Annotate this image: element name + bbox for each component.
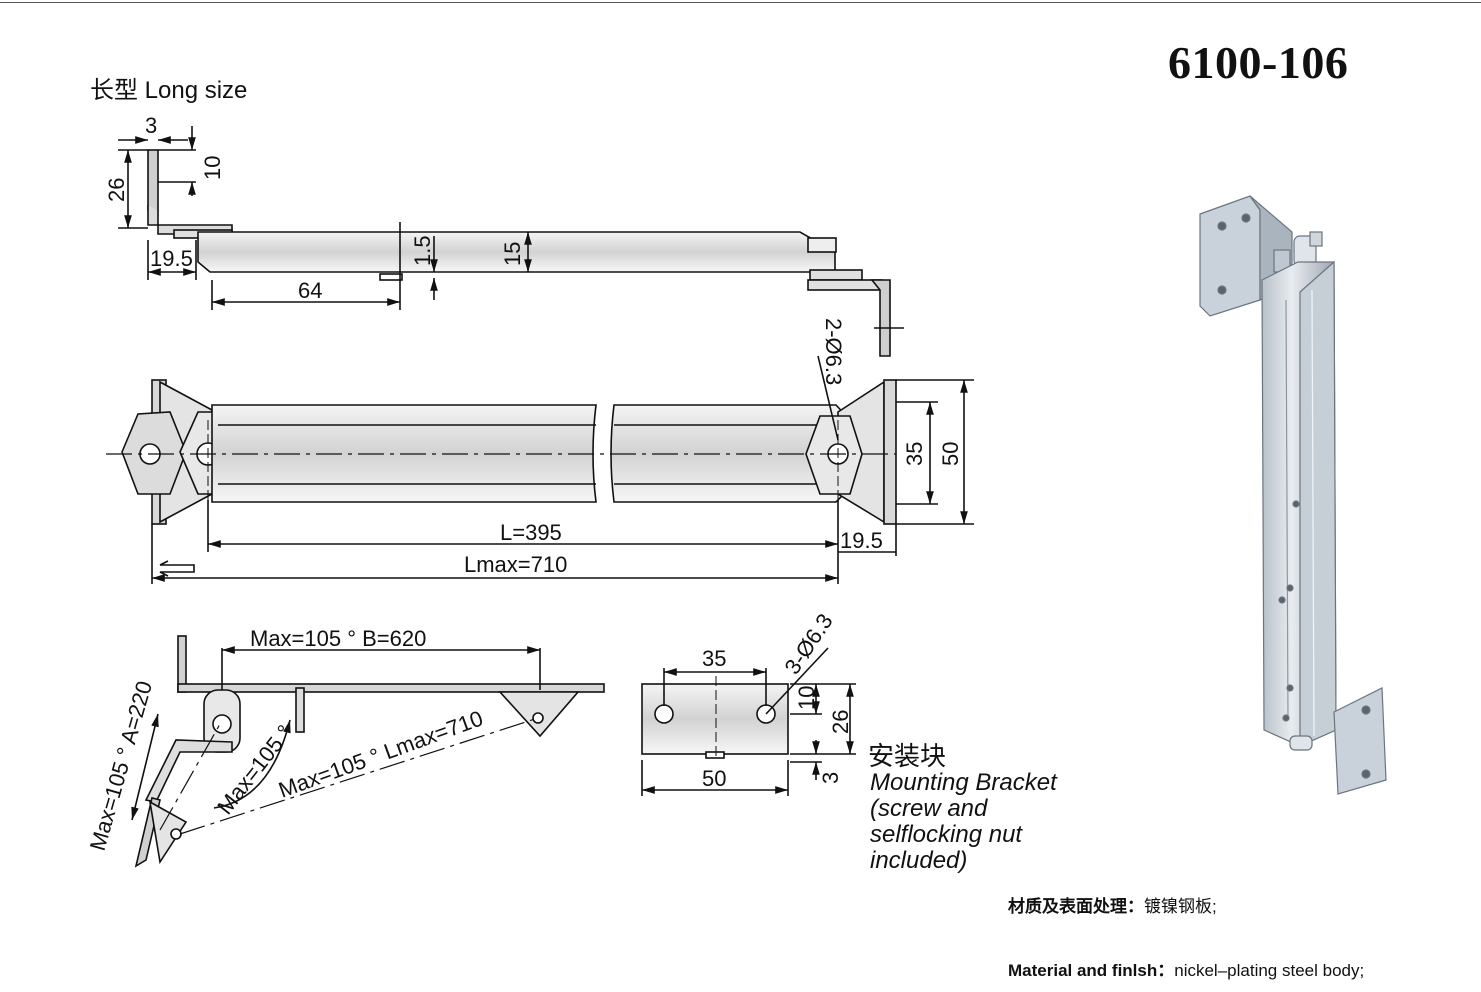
dim-outer-width: 50 <box>938 442 963 466</box>
dim-bracket-tab: 10 <box>794 686 819 710</box>
top-border <box>0 2 1481 3</box>
dim-gap: 1.5 <box>410 235 435 266</box>
material-en: Material and finlsh：nickel–plating steel… <box>1008 956 1364 981</box>
dim-bracket-width: 50 <box>702 766 726 791</box>
dim-height: 26 <box>104 178 129 202</box>
dim-top-holes: 2-Ø6.3 <box>821 318 846 385</box>
model-number: 6100-106 <box>1168 37 1349 88</box>
open-view <box>131 635 605 868</box>
dim-bar: 15 <box>500 242 525 266</box>
dim-offset: 19.5 <box>150 246 193 271</box>
dim-angle-b: Max=105 ° B=620 <box>250 626 426 651</box>
mounting-label-cn: 安装块 <box>868 741 947 771</box>
mounting-label-en: Mounting Bracket (screw and selflocking … <box>870 769 1057 874</box>
dim-tab: 10 <box>200 156 225 180</box>
mounting-bracket-view <box>641 647 856 796</box>
dim-bracket-thickness: 3 <box>818 772 843 784</box>
dim-bracket-height: 26 <box>828 710 853 734</box>
side-view <box>118 126 904 357</box>
dim-bracket-spacing: 35 <box>702 646 726 671</box>
top-view <box>106 355 974 584</box>
dim-length: 64 <box>298 278 322 303</box>
material-cn-value: 镀镍钢板; <box>1144 897 1217 916</box>
side-bracket <box>147 149 159 211</box>
dim-thickness: 3 <box>145 113 157 138</box>
dim-inner-width: 35 <box>902 442 927 466</box>
dim-L: L=395 <box>500 520 562 545</box>
dim-end-offset: 19.5 <box>840 528 883 553</box>
material-en-label: Material and finlsh： <box>1008 961 1175 980</box>
material-en-value: nickel–plating steel body; <box>1174 961 1365 980</box>
subtitle: 长型 Long size <box>90 77 248 104</box>
dim-angle-lmax: Max=105 ° Lmax=710 <box>275 706 486 803</box>
material-cn-label: 材质及表面处理： <box>1008 897 1144 916</box>
dim-Lmax: Lmax=710 <box>464 552 567 577</box>
product-render <box>1199 195 1387 795</box>
material-cn: 材质及表面处理：镀镍钢板; <box>1008 892 1217 917</box>
